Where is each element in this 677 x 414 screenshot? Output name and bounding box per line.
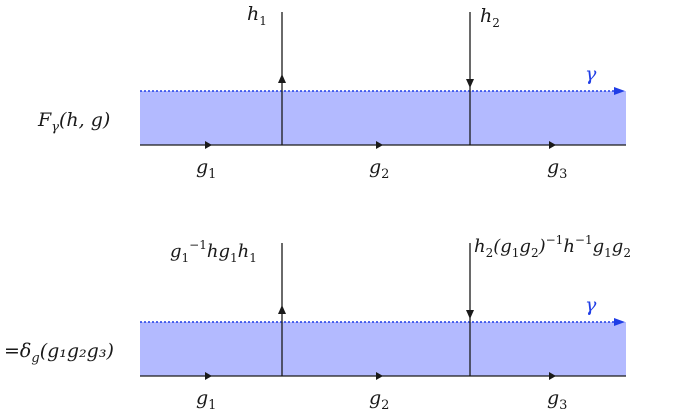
left-label: =δg(g₁g₂g₃) — [4, 340, 114, 366]
edge-label-g1: g1 — [196, 156, 216, 182]
edge-arrow-3 — [549, 372, 556, 380]
edge-label-g2: g2 — [369, 156, 389, 182]
up-arrow-icon — [278, 305, 286, 314]
edge-arrow-3 — [549, 141, 556, 149]
vertical-label-right: h2(g1g2)−1h−1g1g2 — [474, 233, 631, 260]
band-region — [140, 322, 626, 376]
panel-top: Fγ(h, g) g1 g2 g3 h1 h2 γ — [37, 3, 626, 182]
gamma-label: γ — [585, 294, 597, 316]
up-arrow-icon — [278, 74, 286, 83]
edge-arrow-1 — [205, 372, 212, 380]
down-arrow-icon — [466, 79, 474, 88]
edge-label-g3: g3 — [547, 387, 567, 413]
vertical-label-right: h2 — [480, 5, 500, 30]
vertical-label-left: g1−1hg1h1 — [170, 238, 257, 265]
edge-label-g2: g2 — [369, 387, 389, 413]
edge-arrow-2 — [376, 141, 383, 149]
edge-label-g3: g3 — [547, 156, 567, 182]
edge-arrow-1 — [205, 141, 212, 149]
vertical-label-left: h1 — [247, 3, 267, 28]
edge-label-g1: g1 — [196, 387, 216, 413]
band-region — [140, 91, 626, 145]
edge-arrow-2 — [376, 372, 383, 380]
gamma-label: γ — [585, 63, 597, 85]
left-label: Fγ(h, g) — [37, 109, 110, 135]
panel-bottom: =δg(g₁g₂g₃) g1 g2 g3 g1−1hg1h1 h2(g1g2)−… — [4, 233, 631, 413]
down-arrow-icon — [466, 310, 474, 319]
